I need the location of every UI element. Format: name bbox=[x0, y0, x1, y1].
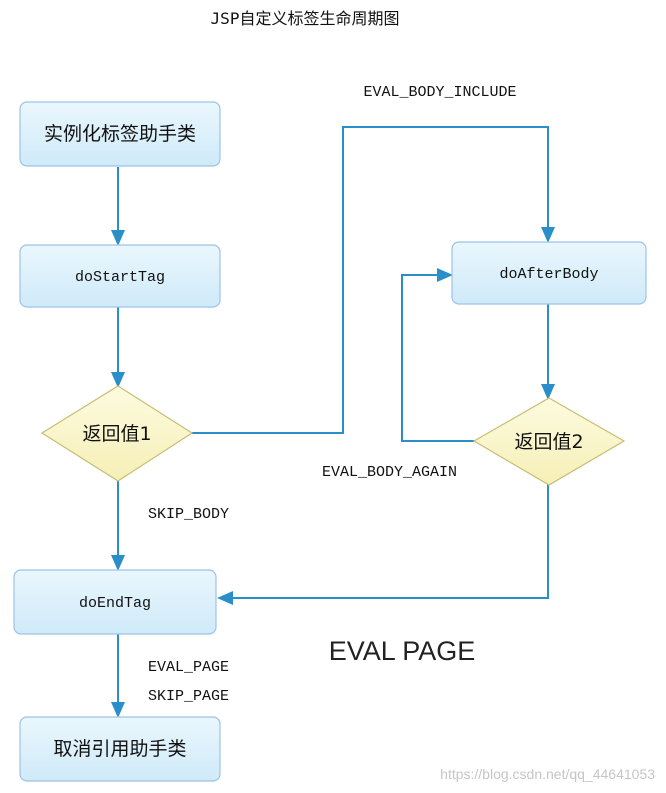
label-skip-body: SKIP_BODY bbox=[148, 506, 229, 523]
node-return-value-1-label: 返回值1 bbox=[82, 423, 151, 445]
arrowhead bbox=[111, 555, 125, 571]
node-do-end-tag-label: doEndTag bbox=[79, 595, 151, 612]
node-return-value-2-label: 返回值2 bbox=[514, 431, 583, 453]
edge-return2-to-doendtag bbox=[232, 484, 549, 599]
node-return-value-1: 返回值1 bbox=[40, 385, 194, 482]
label-skip-page: SKIP_PAGE bbox=[148, 688, 229, 705]
node-instantiate: 实例化标签助手类 bbox=[19, 101, 221, 167]
node-do-after-body-label: doAfterBody bbox=[499, 266, 598, 283]
arrowhead bbox=[437, 268, 453, 282]
node-do-start-tag-label: doStartTag bbox=[75, 269, 165, 286]
arrowhead bbox=[541, 384, 555, 400]
diagram-title: JSP自定义标签生命周期图 bbox=[211, 9, 400, 28]
node-do-after-body: doAfterBody bbox=[451, 241, 647, 305]
node-do-start-tag: doStartTag bbox=[19, 244, 221, 308]
arrowhead bbox=[111, 230, 125, 246]
node-release: 取消引用助手类 bbox=[19, 716, 221, 782]
label-eval-body-include: EVAL_BODY_INCLUDE bbox=[363, 84, 516, 101]
arrowhead bbox=[111, 372, 125, 388]
label-eval-body-again: EVAL_BODY_AGAIN bbox=[322, 464, 457, 481]
arrowhead bbox=[217, 591, 233, 605]
watermark-text: https://blog.csdn.net/qq_44641053 bbox=[440, 766, 655, 782]
node-return-value-2: 返回值2 bbox=[472, 397, 626, 486]
arrowhead bbox=[541, 227, 555, 243]
edge-return1-to-doafterbody bbox=[192, 126, 549, 434]
node-do-end-tag: doEndTag bbox=[13, 569, 217, 635]
arrowhead bbox=[111, 702, 125, 718]
edge-return2-loop-to-doafterbody bbox=[401, 274, 474, 442]
label-eval-page: EVAL_PAGE bbox=[148, 659, 229, 676]
node-instantiate-label: 实例化标签助手类 bbox=[44, 123, 196, 145]
node-release-label: 取消引用助手类 bbox=[53, 738, 186, 760]
label-eval-page-large: EVAL PAGE bbox=[329, 636, 476, 666]
